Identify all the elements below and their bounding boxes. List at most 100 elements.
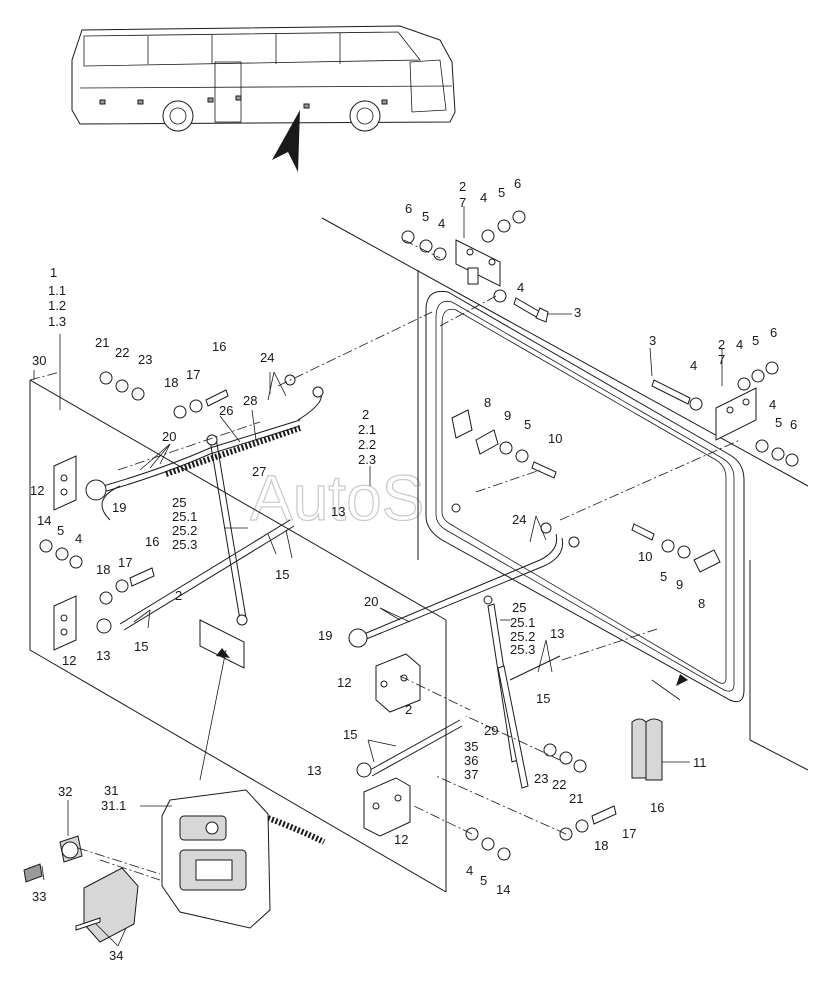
gasket xyxy=(75,867,139,943)
callout: 7 xyxy=(459,195,466,210)
gas-springs xyxy=(206,434,529,789)
callout: 7 xyxy=(718,352,725,367)
brackets xyxy=(53,455,421,837)
callout-labels: 1 1.1 1.2 1.3 30 21 22 23 16 17 18 24 28… xyxy=(30,176,797,963)
arrow-head-icon xyxy=(216,648,230,658)
callout: 3 xyxy=(574,305,581,320)
callout: 11 xyxy=(693,755,707,770)
callout: 10 xyxy=(548,431,562,446)
callout: 30 xyxy=(32,353,46,368)
callout: 15 xyxy=(343,727,357,742)
callout: 1.3 xyxy=(48,314,66,329)
callout: 6 xyxy=(790,417,797,432)
callout: 12 xyxy=(62,653,76,668)
callout: 8 xyxy=(698,596,705,611)
pointer-arrow-icon xyxy=(272,110,300,172)
lock-cylinder xyxy=(23,835,83,883)
callout: 8 xyxy=(484,395,491,410)
callout: 15 xyxy=(536,691,550,706)
callout: 17 xyxy=(118,555,132,570)
callout: 19 xyxy=(318,628,332,643)
callout: 2 xyxy=(362,407,369,422)
callout: 16 xyxy=(212,339,226,354)
seal-profile xyxy=(631,679,690,781)
callout: 1 xyxy=(50,265,57,280)
callout: 5 xyxy=(57,523,64,538)
callout: 14 xyxy=(37,513,51,528)
callout: 12 xyxy=(337,675,351,690)
callout: 17 xyxy=(186,367,200,382)
rods xyxy=(95,389,564,777)
callout: 5 xyxy=(422,209,429,224)
callout: 25.2 xyxy=(172,523,197,538)
callout: 23 xyxy=(138,352,152,367)
callout: 21 xyxy=(95,335,109,350)
label-plate xyxy=(199,619,245,669)
callout: 13 xyxy=(307,763,321,778)
callout: 15 xyxy=(275,567,289,582)
callout: 5 xyxy=(498,185,505,200)
callout: 5 xyxy=(775,415,782,430)
latch-upper xyxy=(451,409,557,513)
callout: 18 xyxy=(164,375,178,390)
callout: 35 xyxy=(464,739,478,754)
callout: 2 xyxy=(459,179,466,194)
callout: 4 xyxy=(517,280,524,295)
top-hinge xyxy=(401,210,572,323)
callout: 25 xyxy=(512,600,526,615)
latch-right xyxy=(631,523,721,573)
callout: 17 xyxy=(622,826,636,841)
callout: 25 xyxy=(172,495,186,510)
callout: 37 xyxy=(464,767,478,782)
callout: 5 xyxy=(524,417,531,432)
callout: 4 xyxy=(466,863,473,878)
callout: 4 xyxy=(769,397,776,412)
callout: 5 xyxy=(752,333,759,348)
callout: 25.3 xyxy=(172,537,197,552)
cable-sleeve xyxy=(165,425,326,845)
callout: 9 xyxy=(504,408,511,423)
callout: 6 xyxy=(770,325,777,340)
callout: 1.1 xyxy=(48,283,66,298)
callout: 27 xyxy=(252,464,266,479)
callout: 2.1 xyxy=(358,422,376,437)
callout: 6 xyxy=(514,176,521,191)
callout: 16 xyxy=(650,800,664,815)
callout: 22 xyxy=(552,777,566,792)
callout: 12 xyxy=(394,832,408,847)
callout: 34 xyxy=(109,948,123,963)
callout: 4 xyxy=(736,337,743,352)
leader-lines xyxy=(33,206,741,947)
callout: 12 xyxy=(30,483,44,498)
right-hinge xyxy=(651,361,799,467)
callout: 2 xyxy=(405,702,412,717)
callout: 3 xyxy=(649,333,656,348)
callout: 13 xyxy=(96,648,110,663)
handle-assembly xyxy=(161,789,271,929)
callout: 25.1 xyxy=(172,509,197,524)
callout: 32 xyxy=(58,784,72,799)
arrow-head-icon xyxy=(676,674,688,686)
callout: 31 xyxy=(104,783,118,798)
callout: 2 xyxy=(718,337,725,352)
callout: 15 xyxy=(134,639,148,654)
callout: 19 xyxy=(112,500,126,515)
callout: 21 xyxy=(569,791,583,806)
callout: 4 xyxy=(690,358,697,373)
callout: 20 xyxy=(162,429,176,444)
callout: 5 xyxy=(660,569,667,584)
callout: 10 xyxy=(638,549,652,564)
callout: 16 xyxy=(145,534,159,549)
callout: 25.2 xyxy=(510,629,535,644)
ball-joints xyxy=(85,479,372,778)
callout: 6 xyxy=(405,201,412,216)
callout: 9 xyxy=(676,577,683,592)
callout: 4 xyxy=(75,531,82,546)
callout: 18 xyxy=(594,838,608,853)
callout: 20 xyxy=(364,594,378,609)
callout: 18 xyxy=(96,562,110,577)
callout: 14 xyxy=(496,882,510,897)
callout: 28 xyxy=(243,393,257,408)
